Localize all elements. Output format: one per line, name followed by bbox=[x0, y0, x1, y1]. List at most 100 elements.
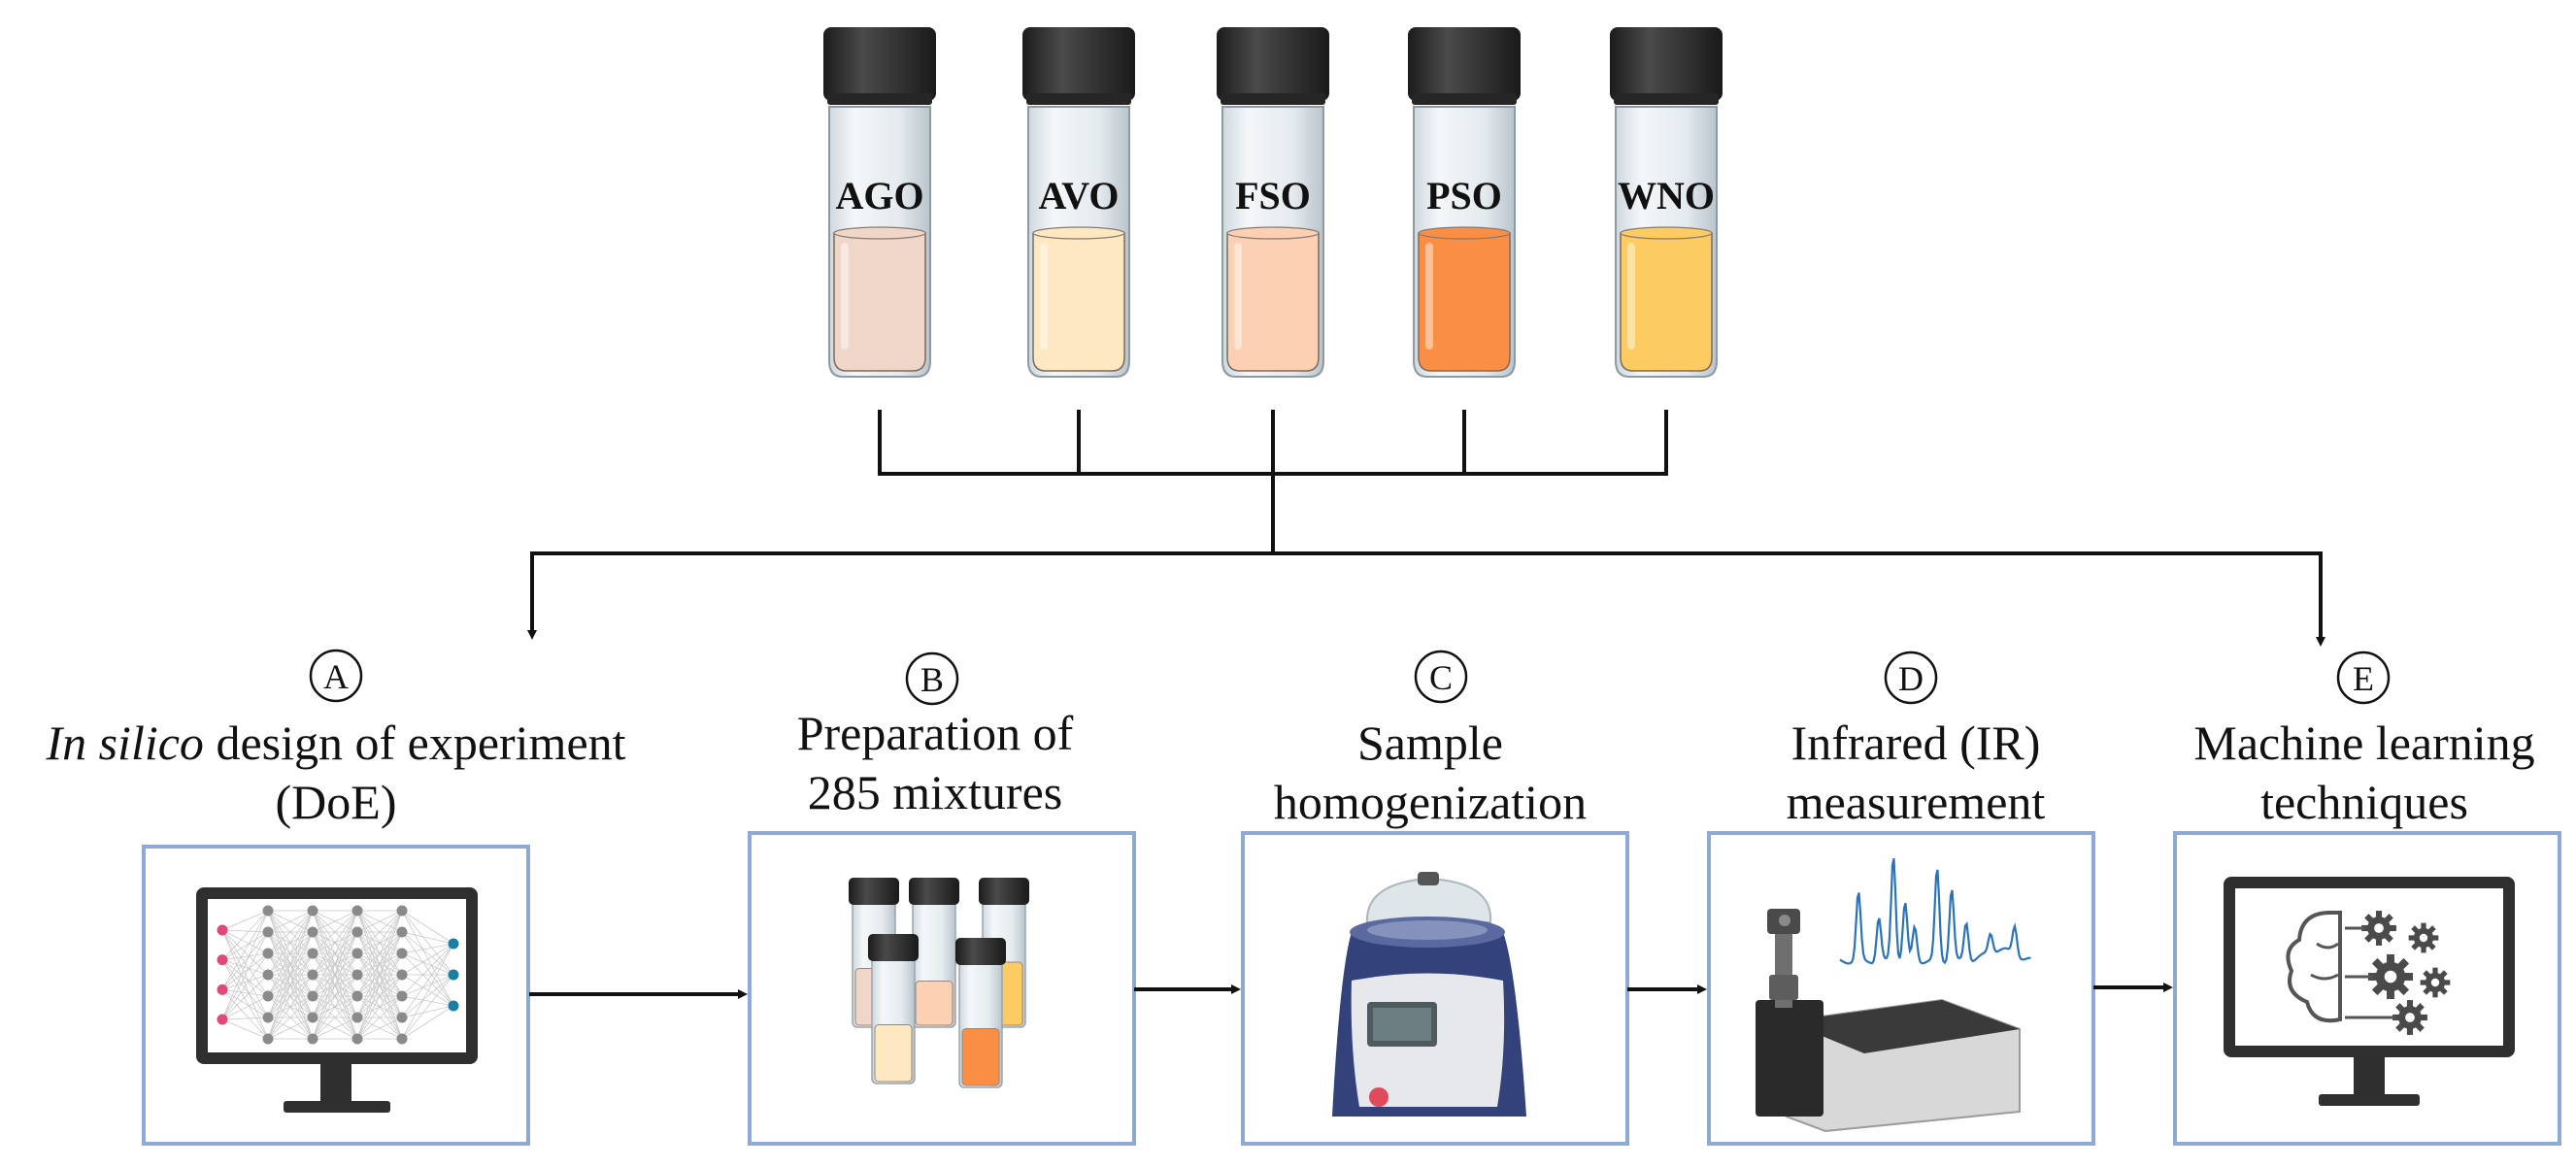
step-letter-circle bbox=[309, 649, 363, 703]
gear-icon bbox=[2361, 911, 2396, 946]
network-node bbox=[307, 948, 318, 959]
vial-cap bbox=[1408, 27, 1521, 101]
network-node bbox=[262, 990, 274, 1002]
oil-vial-wno: WNO bbox=[1610, 27, 1723, 378]
vial-liquid bbox=[1418, 232, 1511, 372]
network-node bbox=[217, 924, 228, 936]
step-A-header: A In silico design of experiment (DoE) bbox=[45, 649, 626, 829]
network-node bbox=[396, 990, 408, 1002]
oil-label: PSO bbox=[1426, 174, 1502, 217]
network-node bbox=[217, 954, 228, 966]
step-C-header: C Sample homogenization bbox=[1274, 650, 1587, 829]
mixture-vial bbox=[909, 878, 959, 1028]
network-node bbox=[262, 1033, 274, 1045]
step-letter-circle bbox=[1884, 650, 1938, 705]
step-title-line1: Sample bbox=[1357, 716, 1503, 770]
ir-spectrometer-icon bbox=[1756, 857, 2031, 1133]
gear-icon bbox=[2392, 1000, 2427, 1035]
network-node bbox=[307, 905, 318, 917]
step-A-box bbox=[142, 845, 530, 1146]
network-node bbox=[217, 1014, 228, 1025]
oil-label: AVO bbox=[1039, 174, 1120, 217]
mixture-vial bbox=[868, 934, 919, 1084]
network-node bbox=[217, 984, 228, 995]
step-letter: C bbox=[1429, 658, 1453, 697]
vortex-mixer-icon bbox=[1332, 872, 1526, 1117]
network-node bbox=[262, 969, 274, 981]
network-node bbox=[262, 926, 274, 938]
network-node bbox=[262, 948, 274, 959]
step-title-line2: homogenization bbox=[1274, 775, 1587, 829]
sample-vials-icon bbox=[849, 878, 1029, 1088]
network-node bbox=[396, 905, 408, 917]
vial-cap bbox=[1022, 27, 1135, 101]
oil-label: WNO bbox=[1618, 174, 1715, 217]
network-node bbox=[307, 969, 318, 981]
network-node bbox=[307, 990, 318, 1002]
mixture-vial bbox=[955, 938, 1006, 1088]
network-node bbox=[307, 1033, 318, 1045]
vial-cap bbox=[1610, 27, 1723, 101]
step-E-header: E Machine learning techniques bbox=[2193, 650, 2535, 829]
vial-liquid bbox=[1032, 232, 1125, 372]
step-title-line1: Infrared (IR) bbox=[1791, 716, 2041, 770]
vial-cap bbox=[823, 27, 936, 101]
oil-label: FSO bbox=[1235, 174, 1311, 217]
step-title-line2: 285 mixtures bbox=[808, 765, 1062, 819]
network-node bbox=[351, 1033, 363, 1045]
oil-vial-avo: AVO bbox=[1022, 27, 1135, 378]
network-node bbox=[307, 1012, 318, 1023]
oil-vial-ago: AGO bbox=[823, 27, 936, 378]
oil-vial-pso: PSO bbox=[1408, 27, 1521, 378]
step-D-header: D Infrared (IR) measurement bbox=[1787, 650, 2046, 829]
step-letter-circle bbox=[2336, 650, 2391, 705]
network-node bbox=[351, 1012, 363, 1023]
gear-icon bbox=[2408, 922, 2439, 953]
gear-icon bbox=[2420, 967, 2451, 998]
network-node bbox=[448, 1000, 459, 1012]
oil-vial-fso: FSO bbox=[1217, 27, 1329, 378]
network-node bbox=[351, 905, 363, 917]
network-node bbox=[262, 905, 274, 917]
step-letter: B bbox=[920, 660, 944, 699]
vial-liquid bbox=[1226, 232, 1320, 372]
oil-vials: AGO AVO FSO PSO WNO bbox=[823, 27, 1723, 378]
step-title-line1: Machine learning bbox=[2193, 716, 2534, 770]
gear-icon bbox=[2367, 953, 2414, 1000]
step-arrows bbox=[529, 983, 2173, 999]
network-node bbox=[351, 990, 363, 1002]
network-node bbox=[396, 948, 408, 959]
vial-cap bbox=[1217, 27, 1329, 101]
oil-label: AGO bbox=[835, 174, 923, 217]
step-E-box bbox=[2173, 831, 2561, 1146]
step-title-line1: Preparation of bbox=[797, 706, 1074, 760]
connector-tree bbox=[527, 410, 2325, 647]
vial-liquid bbox=[1620, 232, 1713, 372]
network-node bbox=[396, 969, 408, 981]
step-title-line2: (DoE) bbox=[276, 775, 397, 829]
step-letter: A bbox=[323, 657, 349, 696]
step-letter-circle bbox=[1414, 650, 1468, 704]
step-letter: E bbox=[2353, 659, 2374, 698]
step-title-line1: In silico design of experiment bbox=[45, 716, 625, 770]
step-B-header: B Preparation of 285 mixtures bbox=[797, 651, 1074, 819]
network-node bbox=[351, 969, 363, 981]
ai-brain-monitor-icon bbox=[2224, 877, 2515, 1106]
network-node bbox=[448, 938, 459, 950]
network-node bbox=[396, 1033, 408, 1045]
network-node bbox=[262, 1012, 274, 1023]
ir-spectrum-trace bbox=[1839, 857, 2031, 965]
network-node bbox=[351, 948, 363, 959]
step-title-rest: design of experiment bbox=[204, 716, 626, 770]
network-node bbox=[396, 926, 408, 938]
step-letter: D bbox=[1898, 659, 1924, 698]
network-node bbox=[396, 1012, 408, 1023]
network-node bbox=[351, 926, 363, 938]
step-title-line2: techniques bbox=[2260, 775, 2468, 829]
network-node bbox=[448, 969, 459, 981]
neural-network-monitor-icon bbox=[196, 887, 478, 1113]
step-title-italic: In silico bbox=[45, 716, 203, 770]
network-node bbox=[307, 926, 318, 938]
step-title-line2: measurement bbox=[1787, 775, 2046, 829]
step-letter-circle bbox=[905, 651, 959, 706]
